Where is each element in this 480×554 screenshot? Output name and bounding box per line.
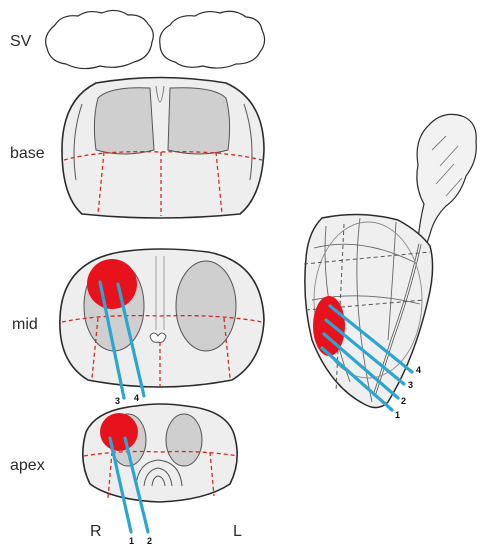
base-zone-left: [168, 88, 230, 154]
mid-slice: [60, 249, 264, 398]
apex-slice: [83, 404, 238, 532]
core-number-side-1: 1: [395, 410, 400, 420]
seminal-vesicle-left: [160, 11, 265, 68]
seminal-vesicle-right: [46, 10, 154, 68]
core-number-side-2: 2: [401, 396, 406, 406]
core-number-side-3: 3: [408, 380, 413, 390]
apex-zone-left: [166, 414, 202, 466]
sagittal-view: [304, 114, 476, 410]
apex-lesion: [100, 413, 138, 451]
label-right: R: [90, 523, 102, 541]
core-number-mid-3: 3: [115, 396, 120, 406]
mid-lesion: [87, 259, 137, 309]
label-sv: SV: [10, 33, 31, 51]
base-slice: [62, 78, 264, 219]
core-number-side-4: 4: [416, 365, 421, 375]
mid-zone-left: [176, 261, 236, 351]
label-left: L: [233, 523, 242, 541]
core-number-apex-1: 1: [129, 536, 134, 546]
base-outline: [62, 78, 264, 219]
core-number-mid-4: 4: [134, 393, 139, 403]
label-mid: mid: [12, 316, 38, 334]
core-number-apex-2: 2: [147, 536, 152, 546]
label-base: base: [10, 145, 45, 163]
base-zone-right: [94, 88, 154, 154]
seminal-vesicles: [46, 10, 265, 68]
label-apex: apex: [10, 457, 45, 475]
sagittal-seminal-vesicle: [417, 114, 476, 246]
